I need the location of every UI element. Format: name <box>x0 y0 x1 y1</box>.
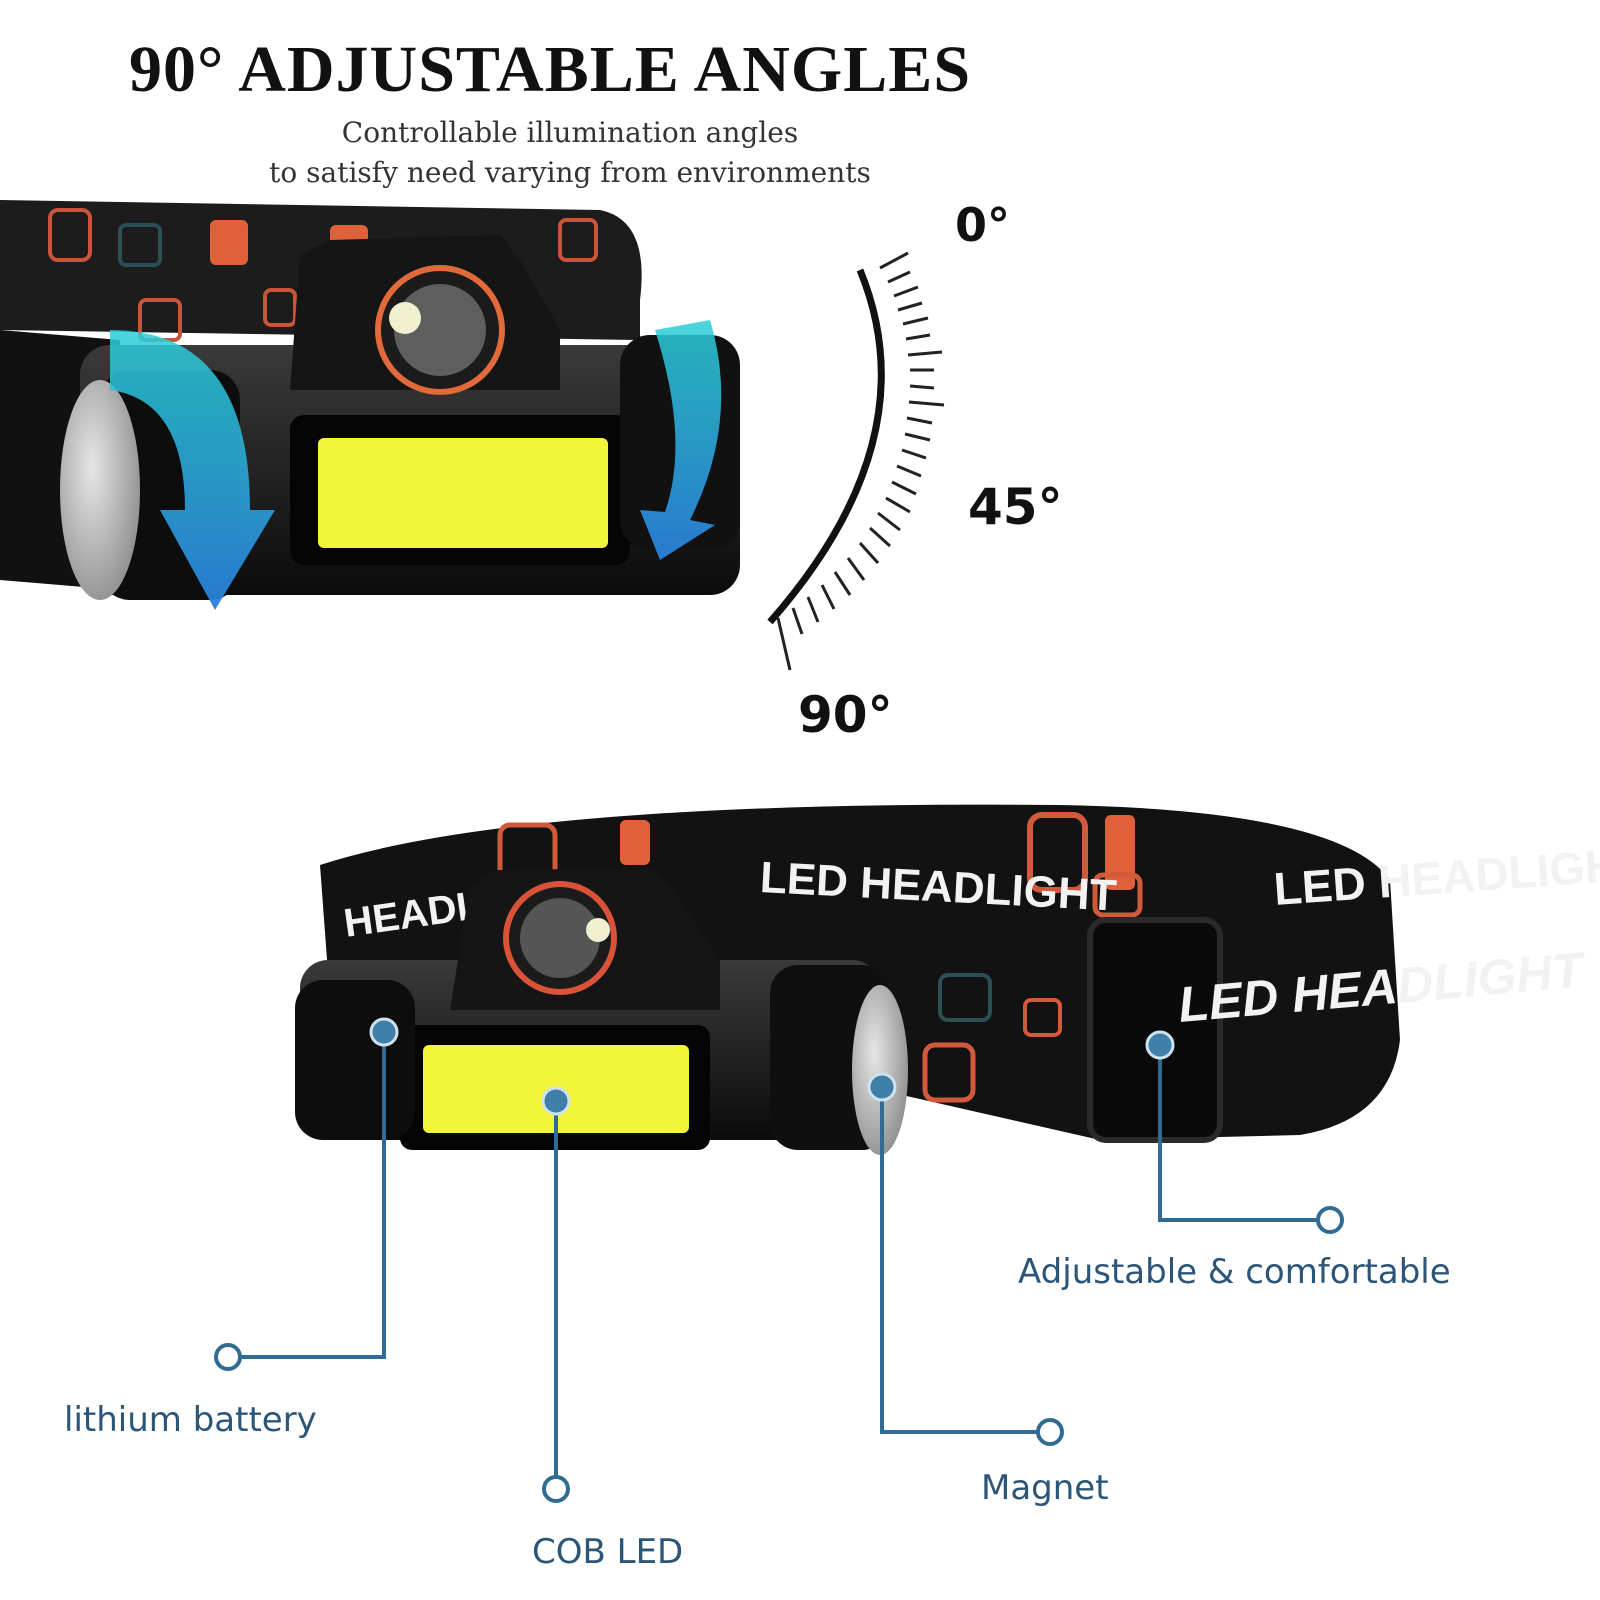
angle-label-90: 90° <box>798 686 893 744</box>
bottom-headlamp-body <box>295 868 908 1155</box>
angle-label-0: 0° <box>955 198 1011 252</box>
angle-label-45: 45° <box>968 478 1063 536</box>
callout-cob-led: COB LED <box>532 1532 684 1572</box>
callout-lithium-battery: lithium battery <box>64 1400 317 1440</box>
headline: 90° ADJUSTABLE ANGLES <box>128 33 972 106</box>
callout-lines <box>240 1032 1318 1489</box>
callout-magnet: Magnet <box>981 1468 1109 1508</box>
callout-adjustable: Adjustable & comfortable <box>1018 1252 1451 1292</box>
rotation-arrows <box>110 320 722 610</box>
subtitle-line-2: to satisfy need varying from environment… <box>269 156 871 189</box>
subtitle-line-1: Controllable illumination angles <box>341 116 799 149</box>
top-cob-panel <box>318 438 608 548</box>
angle-gauge <box>767 251 945 671</box>
callout-dots <box>214 1017 1344 1503</box>
